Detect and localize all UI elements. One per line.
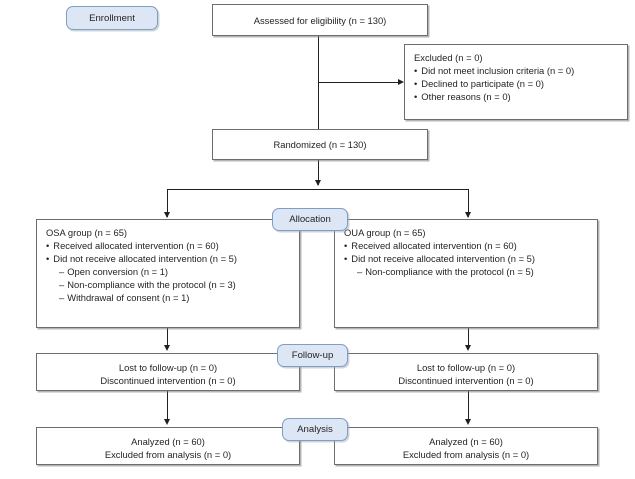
connector-split-right — [468, 189, 469, 217]
analysis-left-line-2: Excluded from analysis (n = 0) — [104, 449, 232, 460]
arrowhead-randomized-split — [314, 180, 321, 186]
arrowhead-analysis-right — [464, 419, 471, 425]
stage-pill-allocation: Allocation — [272, 208, 348, 231]
stage-pill-followup-label: Follow-up — [291, 350, 334, 361]
stage-pill-analysis: Analysis — [282, 418, 348, 441]
arrowhead-to-excluded — [398, 78, 404, 85]
connector-allocation-split — [167, 189, 468, 190]
arrowhead-followup-left — [163, 345, 170, 351]
stage-pill-allocation-label: Allocation — [289, 214, 331, 225]
box-allocation-left: OSA group (n = 65) Received allocated in… — [36, 219, 300, 328]
allocation-left-bullet-1: Received allocated intervention (n = 60) — [46, 239, 290, 252]
analysis-left-line-1: Analyzed (n = 60) — [131, 436, 205, 447]
connector-randomized-down — [318, 160, 319, 185]
stage-pill-analysis-label: Analysis — [297, 424, 333, 435]
box-followup-left: Lost to follow-up (n = 0) Discontinued i… — [36, 353, 300, 391]
excluded-heading: Excluded (n = 0) — [414, 52, 483, 63]
allocation-right-bullet-2: Did not receive allocated intervention (… — [344, 252, 588, 265]
allocation-left-heading: OSA group (n = 65) — [46, 227, 128, 238]
allocation-right-sub-1: Non-compliance with the protocol (n = 5) — [344, 265, 588, 278]
randomized-text: Randomized (n = 130) — [273, 139, 367, 150]
allocation-left-bullet-2: Did not receive allocated intervention (… — [46, 252, 290, 265]
allocation-left-sub-3: Withdrawal of consent (n = 1) — [46, 291, 290, 304]
arrowhead-followup-right — [464, 345, 471, 351]
stage-pill-enrollment: Enrollment — [66, 6, 158, 30]
box-assessed-for-eligibility: Assessed for eligibility (n = 130) — [212, 4, 428, 36]
connector-alloc-left-to-followup — [167, 328, 168, 346]
connector-alloc-right-to-followup — [468, 328, 469, 346]
arrowhead-allocation-right — [464, 212, 471, 218]
followup-left-line-2: Discontinued intervention (n = 0) — [100, 375, 236, 386]
followup-right-line-1: Lost to follow-up (n = 0) — [416, 362, 516, 373]
connector-assessed-to-excluded — [318, 82, 398, 83]
box-randomized: Randomized (n = 130) — [212, 129, 428, 160]
allocation-right-heading: OUA group (n = 65) — [344, 227, 426, 238]
stage-pill-followup: Follow-up — [277, 344, 348, 367]
allocation-left-sub-2: Non-compliance with the protocol (n = 3) — [46, 278, 290, 291]
assessed-for-eligibility-text: Assessed for eligibility (n = 130) — [253, 14, 387, 26]
arrowhead-allocation-left — [163, 212, 170, 218]
stage-pill-enrollment-label: Enrollment — [89, 12, 135, 24]
allocation-left-sub-1: Open conversion (n = 1) — [46, 265, 290, 278]
excluded-reason-1: Did not meet inclusion criteria (n = 0) — [414, 64, 618, 77]
connector-followup-right-to-analysis — [468, 391, 469, 420]
connector-followup-left-to-analysis — [167, 391, 168, 420]
analysis-right-line-1: Analyzed (n = 60) — [429, 436, 503, 447]
excluded-reason-2: Declined to participate (n = 0) — [414, 77, 618, 90]
arrowhead-analysis-left — [163, 419, 170, 425]
excluded-reason-3: Other reasons (n = 0) — [414, 90, 618, 103]
box-allocation-right: OUA group (n = 65) Received allocated in… — [334, 219, 598, 328]
box-analysis-left: Analyzed (n = 60) Excluded from analysis… — [36, 427, 300, 465]
followup-left-line-1: Lost to follow-up (n = 0) — [118, 362, 218, 373]
box-analysis-right: Analyzed (n = 60) Excluded from analysis… — [334, 427, 598, 465]
allocation-right-bullet-1: Received allocated intervention (n = 60) — [344, 239, 588, 252]
followup-right-line-2: Discontinued intervention (n = 0) — [398, 375, 534, 386]
box-followup-right: Lost to follow-up (n = 0) Discontinued i… — [334, 353, 598, 391]
connector-split-left — [167, 189, 168, 217]
box-excluded: Excluded (n = 0) Did not meet inclusion … — [404, 44, 628, 120]
analysis-right-line-2: Excluded from analysis (n = 0) — [402, 449, 530, 460]
